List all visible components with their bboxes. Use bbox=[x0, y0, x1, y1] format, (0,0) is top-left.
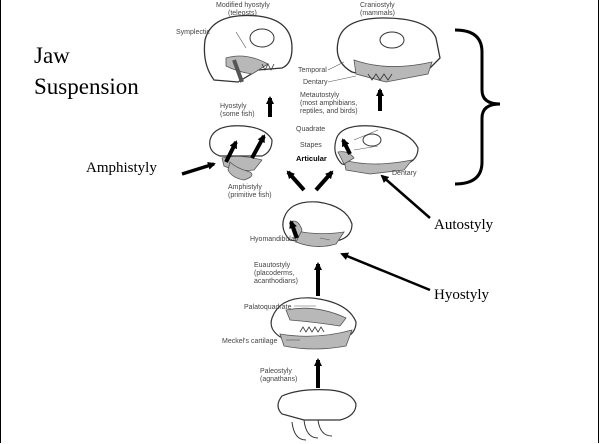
label-palatoquadrate: Palatoquadrate bbox=[244, 304, 292, 311]
label-symplectic: Symplectic bbox=[176, 29, 210, 36]
callout-hyostyly: Hyostyly bbox=[434, 287, 490, 303]
arrow-icon bbox=[286, 170, 306, 192]
title-line-1: Jaw bbox=[34, 43, 70, 68]
label-dentary-top: Dentary bbox=[303, 79, 328, 86]
label-meckels-cartilage: Meckel's cartilage bbox=[222, 338, 278, 345]
label-quadrate: Quadrate bbox=[296, 126, 326, 133]
label-articular: Articular bbox=[296, 154, 327, 163]
title-line-2: Suspension bbox=[34, 74, 139, 99]
arrow-icon bbox=[314, 170, 334, 192]
caption-top-right: Craniostyly (mammals) bbox=[360, 2, 395, 17]
label-hyostyly-some-fish: Hyostyly (some fish) bbox=[220, 103, 255, 118]
skull-euautostyly-icon bbox=[270, 297, 357, 350]
label-dentary-mid: Dentary bbox=[392, 170, 417, 177]
callout-autostyly: Autostyly bbox=[434, 217, 494, 233]
arrow-icon bbox=[341, 138, 352, 155]
label-temporal: Temporal bbox=[298, 67, 327, 74]
label-stapes: Stapes bbox=[300, 142, 322, 149]
label-metautostyly: Metautostyly (most amphibians, reptiles,… bbox=[300, 92, 358, 115]
skull-mammal-icon bbox=[336, 17, 441, 83]
label-amphistyly-primitive: Amphistyly (primitive fish) bbox=[228, 184, 272, 199]
caption-top-left: Modified hyostyly (teleosts) bbox=[216, 2, 270, 17]
arrow-icon bbox=[250, 134, 266, 159]
label-euautostyly: Euautostyly (placoderms, acanthodians) bbox=[254, 262, 298, 285]
amphistyly-callout-arrow bbox=[181, 161, 216, 176]
autostyly-callout-arrow bbox=[380, 174, 431, 219]
skull-metautostyly-icon bbox=[334, 125, 419, 175]
callout-amphistyly: Amphistyly bbox=[86, 160, 157, 176]
label-hyomandibula: Hyomandibula bbox=[250, 236, 295, 243]
skull-amphistyly-icon bbox=[209, 125, 273, 181]
skull-teleost-icon bbox=[203, 14, 293, 83]
label-paleostyly: Paleostyly (agnathans) bbox=[260, 368, 298, 383]
skull-paleostyly-icon bbox=[277, 389, 357, 441]
brace-icon bbox=[454, 28, 501, 186]
arrow-icon bbox=[289, 220, 299, 239]
arrow-icon bbox=[224, 140, 238, 163]
hyostyly-callout-arrow bbox=[340, 252, 431, 292]
slide-title: Jaw Suspension bbox=[34, 40, 139, 102]
